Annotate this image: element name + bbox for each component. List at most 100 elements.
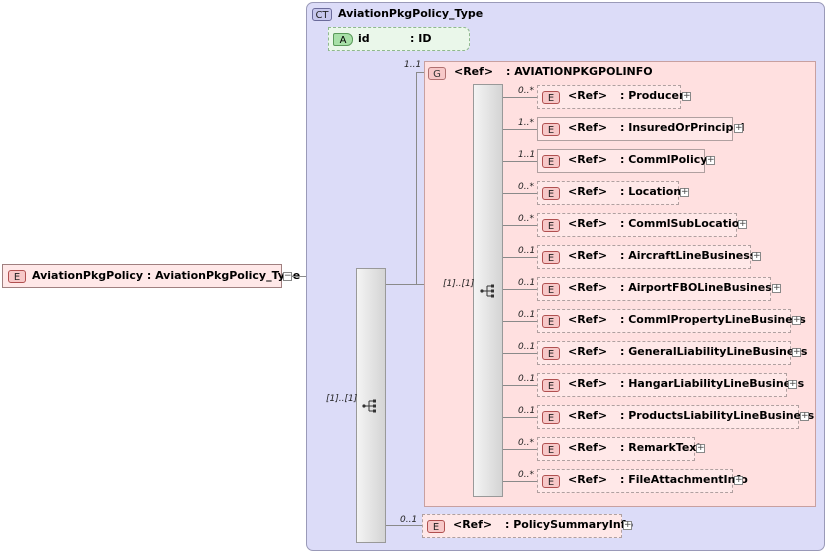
element-cardinality: 0..*: [518, 182, 534, 192]
element-cardinality: 0..*: [518, 214, 534, 224]
outer-sequence-cardinality: [1]..[1]: [326, 394, 358, 404]
element-cardinality: 0..*: [518, 470, 534, 480]
complex-type-badge: CT: [312, 8, 332, 21]
connector-line: [503, 449, 537, 450]
expand-icon[interactable]: +: [682, 91, 691, 101]
element-name: : CommlPolicy: [620, 153, 708, 166]
element-ref: <Ref>: [568, 281, 608, 294]
connector-line: [292, 276, 316, 277]
expand-icon[interactable]: +: [800, 411, 809, 421]
attribute-badge: A: [333, 33, 353, 46]
expand-icon[interactable]: +: [623, 520, 632, 530]
element-badge: E: [542, 155, 560, 168]
connector-line: [416, 72, 417, 284]
element-location[interactable]: [537, 181, 679, 205]
element-comml-property-line-business[interactable]: [537, 309, 791, 333]
element-cardinality: 0..1: [518, 278, 536, 288]
element-badge: E: [542, 219, 560, 232]
expand-icon[interactable]: +: [792, 315, 801, 325]
expand-icon[interactable]: +: [738, 219, 747, 229]
element-ref: <Ref>: [568, 441, 608, 454]
expand-icon[interactable]: +: [772, 283, 781, 293]
element-ref: <Ref>: [568, 473, 608, 486]
element-ref: <Ref>: [568, 249, 608, 262]
connector-line: [503, 321, 537, 322]
inner-sequence-cardinality: [1]..[1]: [443, 279, 475, 289]
element-airport-fbo-line-business[interactable]: [537, 277, 771, 301]
element-comml-sub-location[interactable]: [537, 213, 737, 237]
element-producer[interactable]: [537, 85, 681, 109]
element-badge: E: [427, 520, 445, 533]
element-badge: E: [542, 315, 560, 328]
element-name: : CommlSubLocation: [620, 217, 748, 230]
group-ref: <Ref>: [454, 65, 494, 78]
element-comml-policy[interactable]: [537, 149, 705, 173]
element-ref: <Ref>: [568, 217, 608, 230]
element-hangar-liability-line-business[interactable]: [537, 373, 787, 397]
element-remark-text[interactable]: [537, 437, 695, 461]
element-ref: <Ref>: [568, 121, 608, 134]
element-policy-summary-info[interactable]: [422, 514, 622, 538]
element-badge: E: [542, 251, 560, 264]
collapse-icon[interactable]: −: [283, 271, 292, 281]
element-ref: <Ref>: [568, 313, 608, 326]
element-name: : RemarkText: [620, 441, 702, 454]
sequence-icon: [480, 284, 494, 298]
element-cardinality: 0..1: [518, 310, 536, 320]
summary-name: : PolicySummaryInfo: [505, 518, 634, 531]
element-ref: <Ref>: [568, 153, 608, 166]
expand-icon[interactable]: +: [752, 251, 761, 261]
expand-icon[interactable]: +: [734, 123, 743, 133]
expand-icon[interactable]: +: [696, 443, 705, 453]
attribute-name: id: [358, 32, 370, 45]
element-products-liability-line-business[interactable]: [537, 405, 799, 429]
element-badge: E: [542, 187, 560, 200]
element-file-attachment-info[interactable]: [537, 469, 733, 493]
element-ref: <Ref>: [568, 185, 608, 198]
connector-line: [503, 257, 537, 258]
element-aircraft-line-business[interactable]: [537, 245, 751, 269]
expand-icon[interactable]: +: [680, 187, 689, 197]
connector-line: [503, 193, 537, 194]
expand-icon[interactable]: +: [734, 475, 743, 485]
element-badge: E: [542, 443, 560, 456]
element-badge: E: [8, 270, 26, 283]
connector-line: [503, 225, 537, 226]
element-name: : CommlPropertyLineBusiness: [620, 313, 806, 326]
connector-line: [503, 289, 537, 290]
element-badge: E: [542, 91, 560, 104]
summary-cardinality: 0..1: [400, 515, 418, 525]
element-badge: E: [542, 411, 560, 424]
element-cardinality: 1..1: [518, 150, 536, 160]
attribute-id[interactable]: [328, 27, 470, 51]
element-general-liability-line-business[interactable]: [537, 341, 791, 365]
element-insured-or-principal[interactable]: [537, 117, 733, 141]
element-cardinality: 0..1: [518, 374, 536, 384]
connector-line: [503, 385, 537, 386]
element-name: : FileAttachmentInfo: [620, 473, 748, 486]
element-ref: <Ref>: [568, 345, 608, 358]
element-cardinality: 0..1: [518, 406, 536, 416]
element-cardinality: 0..1: [518, 342, 536, 352]
expand-icon[interactable]: +: [706, 155, 715, 165]
connector-line: [503, 481, 537, 482]
root-element-label: AviationPkgPolicy : AviationPkgPolicy_Ty…: [32, 269, 301, 282]
element-badge: E: [542, 283, 560, 296]
connector-line: [503, 417, 537, 418]
root-element[interactable]: [2, 264, 282, 288]
element-name: : GeneralLiabilityLineBusiness: [620, 345, 808, 358]
connector-line: [503, 97, 537, 98]
element-badge: E: [542, 123, 560, 136]
element-badge: E: [542, 379, 560, 392]
expand-icon[interactable]: +: [792, 347, 801, 357]
attribute-type: : ID: [410, 32, 432, 45]
expand-icon[interactable]: +: [788, 379, 797, 389]
element-name: : AirportFBOLineBusiness: [620, 281, 779, 294]
inner-sequence[interactable]: [473, 84, 503, 497]
element-name: : InsuredOrPrincipal: [620, 121, 745, 134]
element-name: : Producer: [620, 89, 685, 102]
sequence-icon: [362, 399, 376, 413]
element-cardinality: 0..*: [518, 86, 534, 96]
element-cardinality: 0..*: [518, 438, 534, 448]
complex-type-title: AviationPkgPolicy_Type: [338, 7, 484, 20]
